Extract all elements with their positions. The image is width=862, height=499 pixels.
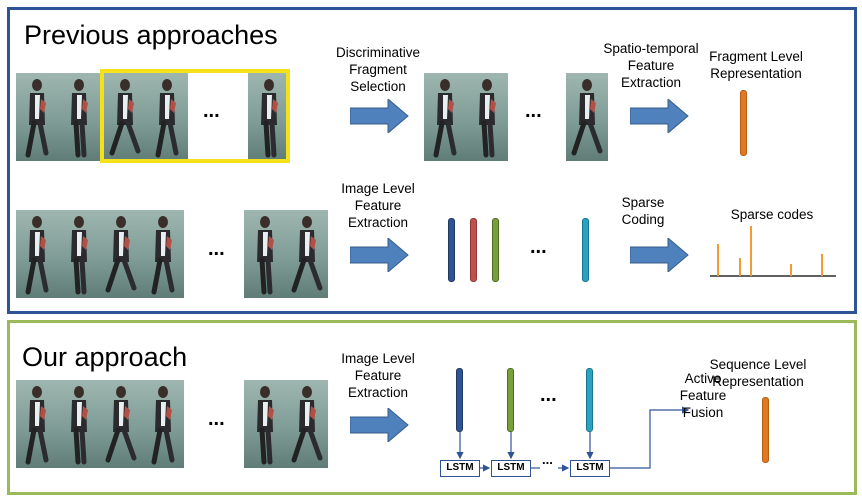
- row1-selected-frame-1: [424, 73, 466, 161]
- row3-frame-3: [100, 380, 142, 468]
- label-sequence-representation: Sequence Level Representation: [709, 357, 807, 389]
- sparse-codes-plot: [710, 226, 836, 277]
- arrow-st-extraction: [630, 99, 689, 133]
- row2-ellipsis: ...: [208, 238, 225, 260]
- label-sparse-codes: Sparse codes: [730, 207, 814, 222]
- row1-frame-4: [146, 73, 188, 161]
- arrow-image-extraction-ours: [350, 408, 409, 442]
- ours-feature-bar-blue: [456, 368, 463, 432]
- previous-approaches-title: Previous approaches: [24, 20, 278, 50]
- label-image-extraction-ours: Image Level Feature Extraction: [341, 351, 415, 400]
- arrow-fragment-selection: [350, 99, 409, 133]
- feature-ellipsis: ...: [530, 236, 547, 258]
- row2-frame-3: [100, 210, 142, 298]
- lstm-cell-2: LSTM: [491, 460, 531, 477]
- row1-frame-1: [16, 73, 58, 161]
- label-fragment-representation: Fragment Level Representation: [709, 49, 803, 81]
- lstm-cell-1: LSTM: [440, 460, 480, 477]
- image-feature-bar-cyan: [582, 218, 589, 282]
- lstm-connections: [456, 406, 690, 472]
- row1-frame-2: [58, 73, 100, 161]
- sequence-representation-bar: [762, 397, 769, 463]
- our-approach-title: Our approach: [22, 342, 188, 372]
- selected-fragment-box: [100, 69, 290, 163]
- row1-selected-frame-2: [466, 73, 508, 161]
- row2-frame-4: [142, 210, 184, 298]
- arrow-image-extraction-prev: [350, 238, 409, 272]
- label-image-extraction-prev: Image Level Feature Extraction: [341, 181, 415, 230]
- row3-frame-1: [16, 380, 58, 468]
- label-st-extraction: Spatio-temporal Feature Extraction: [603, 41, 699, 90]
- row2-frame-5: [244, 210, 286, 298]
- row1-frame-5: [248, 73, 290, 161]
- ours-feature-bar-green: [507, 368, 514, 432]
- ours-feature-bar-cyan: [586, 368, 593, 432]
- row1-frame-3: [104, 73, 146, 161]
- lstm-chain-ellipsis: ...: [542, 452, 553, 467]
- our-approach-panel: [7, 320, 857, 495]
- label-fragment-selection: Discriminative Fragment Selection: [335, 45, 420, 94]
- row3-frame-6: [286, 380, 328, 468]
- row2-frame-2: [58, 210, 100, 298]
- label-active-fusion: Active Feature Fusion: [679, 371, 727, 420]
- image-feature-bar-red: [470, 218, 477, 282]
- image-feature-bar-green: [492, 218, 499, 282]
- row3-frame-5: [244, 380, 286, 468]
- previous-approaches-panel: [7, 7, 857, 314]
- ours-feature-ellipsis: ...: [540, 384, 557, 406]
- row3-frame-4: [142, 380, 184, 468]
- image-feature-bar-blue: [448, 218, 455, 282]
- row1-ellipsis-b: ...: [525, 100, 542, 122]
- fragment-representation-bar: [740, 90, 747, 156]
- label-sparse-coding: Sparse Coding: [621, 195, 665, 227]
- row1-ellipsis-a: ...: [203, 100, 220, 122]
- row2-frame-1: [16, 210, 58, 298]
- row1-selected-frame-3: [566, 73, 608, 161]
- row3-ellipsis: ...: [208, 408, 225, 430]
- selection-gap: [188, 73, 244, 159]
- row2-frame-6: [286, 210, 328, 298]
- row3-frame-2: [58, 380, 100, 468]
- arrow-sparse-coding: [630, 238, 689, 272]
- lstm-cell-3: LSTM: [570, 460, 610, 477]
